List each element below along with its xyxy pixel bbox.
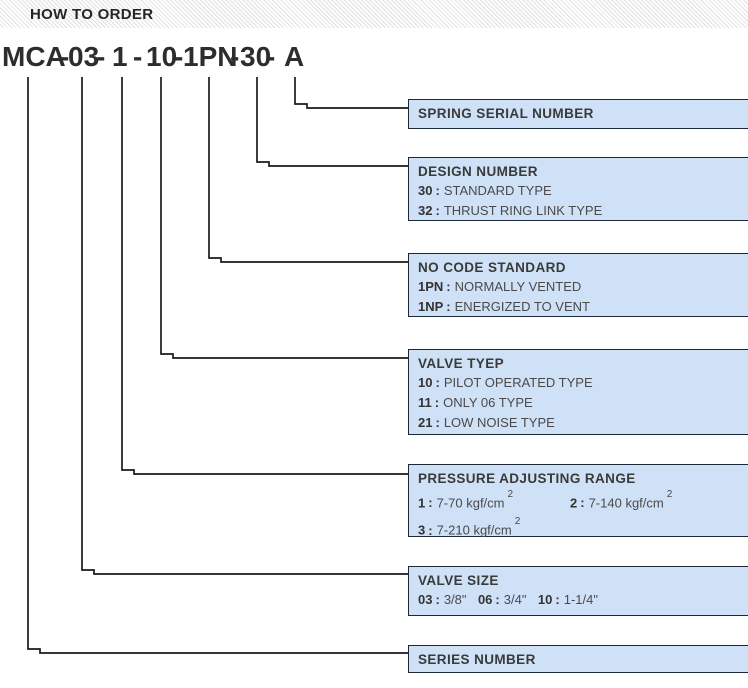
option-colon: : xyxy=(434,395,440,410)
option-row: 30:STANDARD TYPE xyxy=(418,181,743,201)
model-code-segment-valvetype: 10 xyxy=(146,41,178,72)
info-box-spring-serial-number: SPRING SERIAL NUMBER xyxy=(408,99,748,129)
info-box-valve-type: VALVE TYEP 10:PILOT OPERATED TYPE 11:ONL… xyxy=(408,349,748,435)
option-desc: 3/8" xyxy=(443,592,467,607)
option-code: 10 xyxy=(537,592,553,607)
option-desc: 1-1/4" xyxy=(563,592,598,607)
connector-line-spring xyxy=(294,77,408,109)
info-box-pressure-adjusting-range: PRESSURE ADJUSTING RANGE 1:7-70 kgf/cm2 … xyxy=(408,464,748,538)
model-code-segment-vent: 1PN xyxy=(183,41,238,72)
model-code-separator: - xyxy=(230,41,240,72)
option-code: 21 xyxy=(418,415,433,430)
option-colon: : xyxy=(446,279,451,294)
option-desc: ONLY 06 TYPE xyxy=(443,395,533,410)
option-desc: 7-210 kgf/cm xyxy=(436,522,512,538)
option-code: 1 xyxy=(418,495,426,511)
option-code: 06 xyxy=(477,592,493,607)
model-code-segment-size: 03 xyxy=(68,41,100,72)
option-colon: : xyxy=(580,495,585,511)
option-colon: : xyxy=(495,592,500,607)
model-code-separator: - xyxy=(96,41,106,72)
option-colon: : xyxy=(435,203,440,218)
connector-line-design xyxy=(256,77,408,167)
option-desc: THRUST RING LINK TYPE xyxy=(443,203,603,218)
connector-line-size xyxy=(81,77,408,575)
model-code: MCA - 03 - 1 - 10 - 1PN - 30 - A xyxy=(0,41,748,75)
option-row: 03:3/8" xyxy=(418,590,467,610)
option-row: 3:7-210 kgf/cm2 xyxy=(418,515,570,542)
model-code-segment-pressure: 1 xyxy=(112,41,128,72)
info-box-design-number: DESIGN NUMBER 30:STANDARD TYPE 32:THRUST… xyxy=(408,157,748,221)
model-code-segment-series: MCA xyxy=(2,41,66,72)
box-title: NO CODE STANDARD xyxy=(418,260,566,275)
option-code: 32 xyxy=(418,203,433,218)
box-title: VALVE TYEP xyxy=(418,356,505,371)
option-desc: PILOT OPERATED TYPE xyxy=(443,375,593,390)
option-code: 11 xyxy=(418,395,432,410)
connector-line-series xyxy=(27,77,408,654)
option-row: 10:PILOT OPERATED TYPE xyxy=(418,373,743,393)
option-desc: LOW NOISE TYPE xyxy=(443,415,555,430)
info-box-series-number: SERIES NUMBER xyxy=(408,645,748,673)
section-header-bar: HOW TO ORDER xyxy=(0,0,748,28)
option-row: 21:LOW NOISE TYPE xyxy=(418,413,743,433)
superscript: 2 xyxy=(666,489,673,500)
option-row: 1NP:ENERGIZED TO VENT xyxy=(418,297,743,317)
option-colon: : xyxy=(435,183,440,198)
box-title: PRESSURE ADJUSTING RANGE xyxy=(418,471,636,486)
option-row-group: 03:3/8" 06:3/4" 10:1-1/4" xyxy=(418,590,743,610)
option-colon: : xyxy=(435,375,440,390)
info-box-no-code-standard: NO CODE STANDARD 1PN:NORMALLY VENTED 1NP… xyxy=(408,253,748,317)
model-code-separator: - xyxy=(266,41,276,72)
option-colon: : xyxy=(555,592,560,607)
option-code: 3 xyxy=(418,522,426,538)
option-row: 32:THRUST RING LINK TYPE xyxy=(418,201,743,221)
option-code: 30 xyxy=(418,183,433,198)
option-desc: 7-70 kgf/cm xyxy=(436,495,505,511)
superscript: 2 xyxy=(507,489,514,500)
option-desc: 7-140 kgf/cm xyxy=(588,495,664,511)
connector-line-valvetype xyxy=(160,77,408,359)
model-code-segment-design: 30 xyxy=(240,41,272,72)
option-code: 03 xyxy=(418,592,433,607)
connector-line-vent xyxy=(208,77,408,263)
option-code: 1NP xyxy=(418,299,444,314)
option-colon: : xyxy=(435,592,440,607)
option-row-group: 3:7-210 kgf/cm2 xyxy=(418,515,743,542)
option-code: 2 xyxy=(570,495,578,511)
model-code-separator: - xyxy=(60,41,70,72)
model-code-separator: - xyxy=(133,41,143,72)
box-title: SERIES NUMBER xyxy=(418,652,536,667)
model-code-separator: - xyxy=(174,41,184,72)
option-row: 06:3/4" xyxy=(478,590,527,610)
option-colon: : xyxy=(428,495,433,511)
box-title: VALVE SIZE xyxy=(418,573,499,588)
option-row: 1:7-70 kgf/cm2 xyxy=(418,488,570,515)
option-row: 11:ONLY 06 TYPE xyxy=(418,393,743,413)
model-code-segment-spring: A xyxy=(284,41,305,72)
option-colon: : xyxy=(446,299,451,314)
option-colon: : xyxy=(435,415,440,430)
option-row: 2:7-140 kgf/cm2 xyxy=(570,488,672,515)
option-code: 10 xyxy=(418,375,433,390)
option-code: 1PN xyxy=(418,279,444,294)
option-row: 1PN:NORMALLY VENTED xyxy=(418,277,743,297)
superscript: 2 xyxy=(514,516,521,528)
option-row: 10:1-1/4" xyxy=(538,590,598,610)
section-title: HOW TO ORDER xyxy=(30,5,154,23)
option-desc: ENERGIZED TO VENT xyxy=(454,299,590,314)
box-title: SPRING SERIAL NUMBER xyxy=(418,106,594,121)
option-desc: 3/4" xyxy=(503,592,527,607)
connector-line-pressure xyxy=(121,77,408,475)
info-box-valve-size: VALVE SIZE 03:3/8" 06:3/4" 10:1-1/4" xyxy=(408,566,748,616)
option-desc: STANDARD TYPE xyxy=(443,183,552,198)
option-row-group: 1:7-70 kgf/cm2 2:7-140 kgf/cm2 xyxy=(418,488,743,515)
option-desc: NORMALLY VENTED xyxy=(454,279,582,294)
box-title: DESIGN NUMBER xyxy=(418,164,538,179)
option-colon: : xyxy=(428,522,433,538)
